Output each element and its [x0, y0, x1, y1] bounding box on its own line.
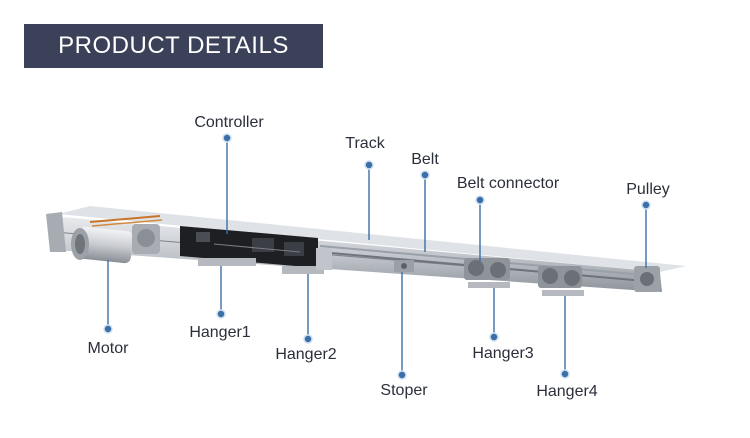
hanger3-dot [489, 332, 499, 342]
hanger1-label: Hanger1 [189, 324, 250, 341]
controller-trace [213, 243, 301, 253]
pulley-wheel [640, 272, 654, 286]
belt-connector-label: Belt connector [457, 175, 560, 192]
hanger4-dot [560, 369, 570, 379]
hanger4-wheel-2 [564, 270, 580, 286]
controller-label: Controller [194, 114, 264, 131]
pulley-label: Pulley [626, 181, 670, 198]
motor-label: Motor [88, 340, 130, 357]
motor-body [77, 226, 133, 264]
track-top-surface [58, 206, 686, 272]
belt-connector-dot [475, 195, 485, 205]
belt-label: Belt [411, 151, 439, 168]
motor-dot [103, 324, 113, 334]
hanger4-wheel [542, 268, 558, 284]
track-label: Track [345, 135, 385, 152]
hanger2-bracket [282, 266, 324, 274]
hanger3-label: Hanger3 [472, 345, 533, 362]
gear-wheel [137, 229, 155, 247]
motor-end-cap [75, 234, 85, 254]
hanger2-dot [303, 334, 313, 344]
controller-chip-2 [252, 238, 274, 252]
hanger3-wheel [468, 260, 484, 276]
controller-dot [222, 133, 232, 143]
motor-wire-2 [91, 219, 163, 227]
track-dot [364, 160, 374, 170]
hanger3-wheel-2 [490, 262, 506, 278]
controller-chip-1 [196, 232, 210, 242]
stoper-dot [397, 370, 407, 380]
callout-labels: Controller Track Belt Belt connector Pul… [88, 114, 670, 400]
controller-unit [180, 226, 318, 268]
hanger1-bracket [198, 258, 256, 266]
stoper-label: Stoper [380, 382, 428, 399]
leader-lines [103, 133, 651, 380]
hanger3-bracket [468, 282, 510, 288]
hanger-brackets [198, 248, 660, 296]
hanger4-label: Hanger4 [536, 383, 597, 400]
product-details-banner: PRODUCT DETAILS [24, 24, 323, 68]
motor-unit [71, 215, 163, 264]
hanger1-dot [216, 309, 226, 319]
controller-chip-3 [284, 242, 304, 256]
banner-title: PRODUCT DETAILS [58, 32, 289, 59]
pulley-dot [641, 200, 651, 210]
belt-dot [420, 170, 430, 180]
hanger2-label: Hanger2 [275, 346, 336, 363]
track-end-cap [46, 212, 66, 252]
hanger2-block [316, 248, 332, 270]
motor-wire-1 [89, 215, 161, 223]
hanger4-bracket [542, 290, 584, 296]
stoper-bolt [401, 263, 407, 269]
